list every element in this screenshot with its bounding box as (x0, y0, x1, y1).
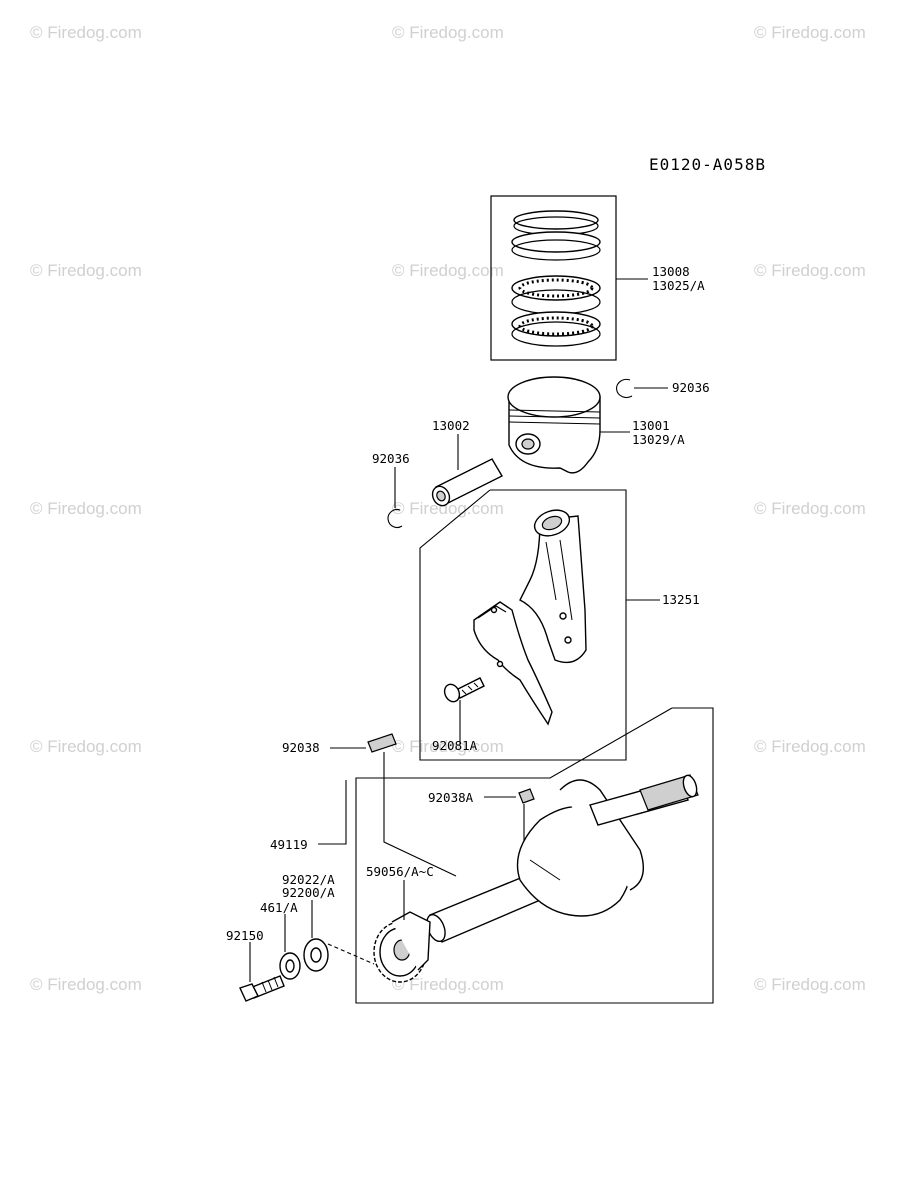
watermarks: © Firedog.com © Firedog.com © Firedog.co… (30, 23, 866, 994)
part-number: 13002 (432, 418, 470, 433)
key-lower (518, 788, 535, 804)
leader-line (318, 780, 347, 845)
part-number: 13251 (662, 592, 700, 607)
part-number: 92081A (432, 738, 478, 753)
part-number: 92036 (372, 451, 410, 466)
part-number: 13008 (652, 264, 690, 279)
watermark: © Firedog.com (30, 261, 142, 280)
part-number: 92022/A (282, 872, 335, 887)
connecting-rod-frame (419, 489, 627, 761)
watermark: © Firedog.com (30, 499, 142, 518)
watermark: © Firedog.com (392, 23, 504, 42)
piston-pin (431, 458, 503, 507)
watermark: © Firedog.com (392, 499, 504, 518)
part-number: 92036 (672, 380, 710, 395)
washer (303, 938, 329, 972)
part-number: 461/A (260, 900, 298, 915)
watermark: © Firedog.com (30, 737, 142, 756)
watermark: © Firedog.com (754, 499, 866, 518)
leader-line (327, 943, 375, 965)
part-number: 59056/A~C (366, 864, 434, 879)
part-number: 92200/A (282, 885, 335, 900)
piston-ring-set (490, 195, 617, 361)
part-number: 92150 (226, 928, 264, 943)
watermark: © Firedog.com (30, 975, 142, 994)
watermark: © Firedog.com (754, 261, 866, 280)
piston (507, 376, 601, 474)
watermark: © Firedog.com (754, 23, 866, 42)
rod-cap (473, 601, 553, 726)
circlip-left (387, 508, 403, 529)
watermark: © Firedog.com (392, 261, 504, 280)
part-number: 13029/A (632, 432, 685, 447)
circlip-right (616, 378, 633, 398)
lock-washer (279, 952, 301, 980)
watermark: © Firedog.com (754, 737, 866, 756)
bolt (239, 975, 285, 1002)
watermark: © Firedog.com (754, 975, 866, 994)
leader-line (383, 752, 457, 877)
watermark: © Firedog.com (392, 975, 504, 994)
part-number: 13025/A (652, 278, 705, 293)
crankshaft-frame (355, 707, 714, 1004)
part-number: 49119 (270, 837, 308, 852)
connecting-rod (519, 509, 587, 664)
key-upper (367, 733, 397, 753)
crank-gear (373, 911, 431, 983)
part-number: 13001 (632, 418, 670, 433)
crankshaft (426, 774, 699, 943)
diagram-code: E0120-A058B (649, 155, 766, 174)
part-number: 92038A (428, 790, 474, 805)
part-number: 92038 (282, 740, 320, 755)
rod-bolt (443, 677, 485, 703)
watermark: © Firedog.com (30, 23, 142, 42)
